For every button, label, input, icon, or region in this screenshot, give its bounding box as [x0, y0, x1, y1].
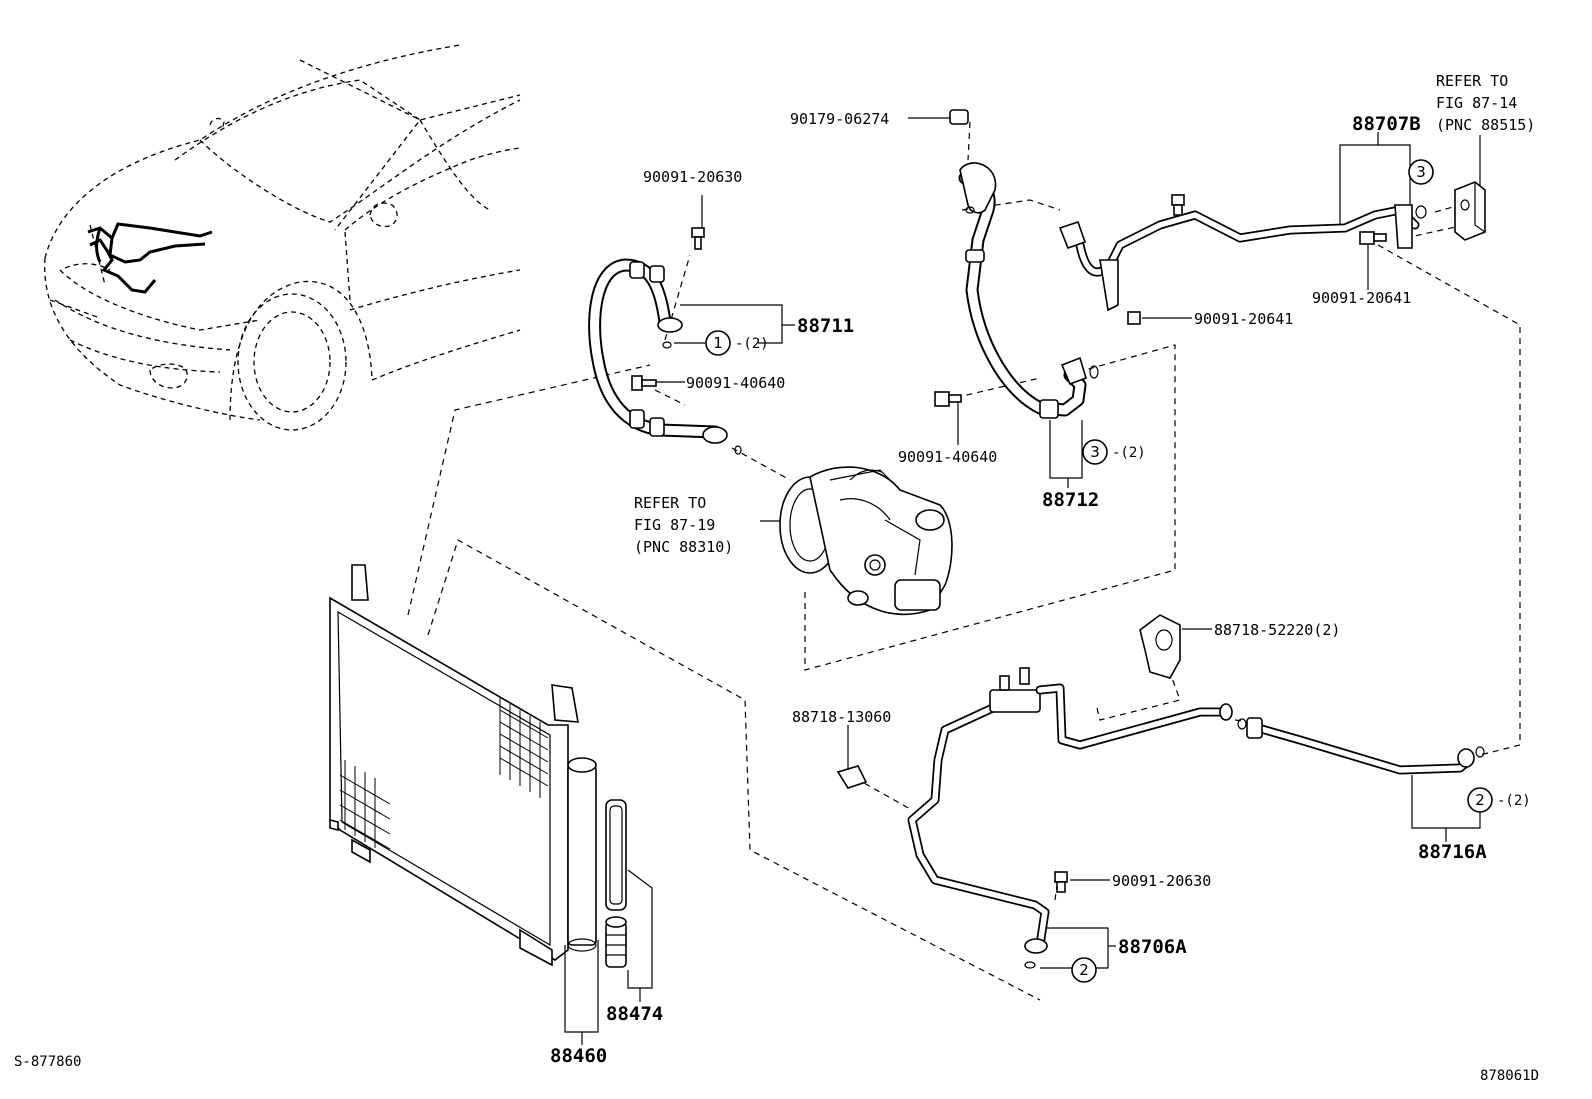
label-90091-20641-right: 90091-20641 [1312, 289, 1411, 307]
footer-right-code: 878061D [1480, 1068, 1539, 1084]
part-number-labels: 90179-06274 90091-20630 88711 90091-4064… [550, 110, 1487, 1067]
svg-text:2: 2 [1475, 791, 1485, 809]
label-88716A: 88716A [1418, 841, 1487, 863]
label-88718-52220: 88718-52220(2) [1214, 621, 1340, 639]
discharge-hose-88711 [588, 227, 742, 455]
vehicle-outline-illustration [44, 44, 521, 431]
svg-text:REFER TO: REFER TO [634, 494, 706, 512]
callout-circle-1: 1 -(2) [705, 330, 769, 356]
label-88712: 88712 [1042, 489, 1099, 511]
nut-icon [949, 109, 969, 125]
clamp-illustration [1139, 614, 1181, 679]
expansion-valve-illustration [1454, 181, 1486, 241]
label-90091-40640-left: 90091-40640 [686, 374, 785, 392]
connection-leader-lines [407, 121, 1521, 1001]
label-88718-13060: 88718-13060 [792, 708, 891, 726]
svg-text:-(2): -(2) [1497, 793, 1531, 809]
svg-text:2: 2 [1079, 961, 1089, 979]
condenser-illustration [329, 564, 627, 968]
label-88711: 88711 [797, 315, 854, 337]
bolt-icon [934, 391, 962, 407]
callout-circle-2-right: 2 -(2) [1467, 787, 1531, 813]
footer-left-code: S-877860 [14, 1054, 81, 1070]
callout-circle-3-lower: 3 -(2) [1082, 439, 1146, 465]
svg-text:FIG 87-19: FIG 87-19 [634, 516, 715, 534]
bracket-icon [836, 765, 868, 789]
label-90091-20630-top: 90091-20630 [643, 168, 742, 186]
bolt-icon [1171, 194, 1185, 216]
label-88474: 88474 [606, 1003, 663, 1025]
label-90091-20641-lower: 90091-20641 [1194, 310, 1293, 328]
callout-circle-2-bottom: 2 [1071, 957, 1097, 983]
svg-text:-(2): -(2) [735, 336, 769, 352]
svg-text:1: 1 [713, 334, 723, 352]
bolt-icon [691, 227, 705, 250]
pipe-88706A [836, 667, 1233, 969]
svg-text:3: 3 [1090, 443, 1100, 461]
suction-hose-88712 [934, 109, 1099, 419]
svg-text:-(2): -(2) [1112, 445, 1146, 461]
label-90091-20630-bottom: 90091-20630 [1112, 872, 1211, 890]
pipe-88707B [1058, 194, 1427, 325]
label-88706A: 88706A [1118, 936, 1187, 958]
svg-text:(PNC 88515): (PNC 88515) [1436, 116, 1535, 134]
compressor-illustration [779, 466, 953, 616]
svg-text:REFER TO: REFER TO [1436, 72, 1508, 90]
svg-text:3: 3 [1416, 163, 1426, 181]
svg-text:(PNC 88310): (PNC 88310) [634, 538, 733, 556]
bolt-icon [1359, 231, 1387, 245]
label-88460: 88460 [550, 1045, 607, 1067]
callout-circle-3-upper: 3 [1408, 159, 1434, 185]
bolt-icon [1054, 871, 1068, 893]
label-90091-40640-mid: 90091-40640 [898, 448, 997, 466]
label-90179-06274: 90179-06274 [790, 110, 889, 128]
bolt-icon [631, 375, 657, 391]
reference-note-expansion-valve: REFER TO FIG 87-14 (PNC 88515) [1436, 72, 1535, 134]
reference-note-compressor: REFER TO FIG 87-19 (PNC 88310) [634, 494, 733, 556]
label-88707B: 88707B [1352, 113, 1421, 135]
pipe-88716A [1237, 717, 1485, 775]
svg-text:FIG 87-14: FIG 87-14 [1436, 94, 1517, 112]
bolt-icon [1127, 311, 1141, 325]
